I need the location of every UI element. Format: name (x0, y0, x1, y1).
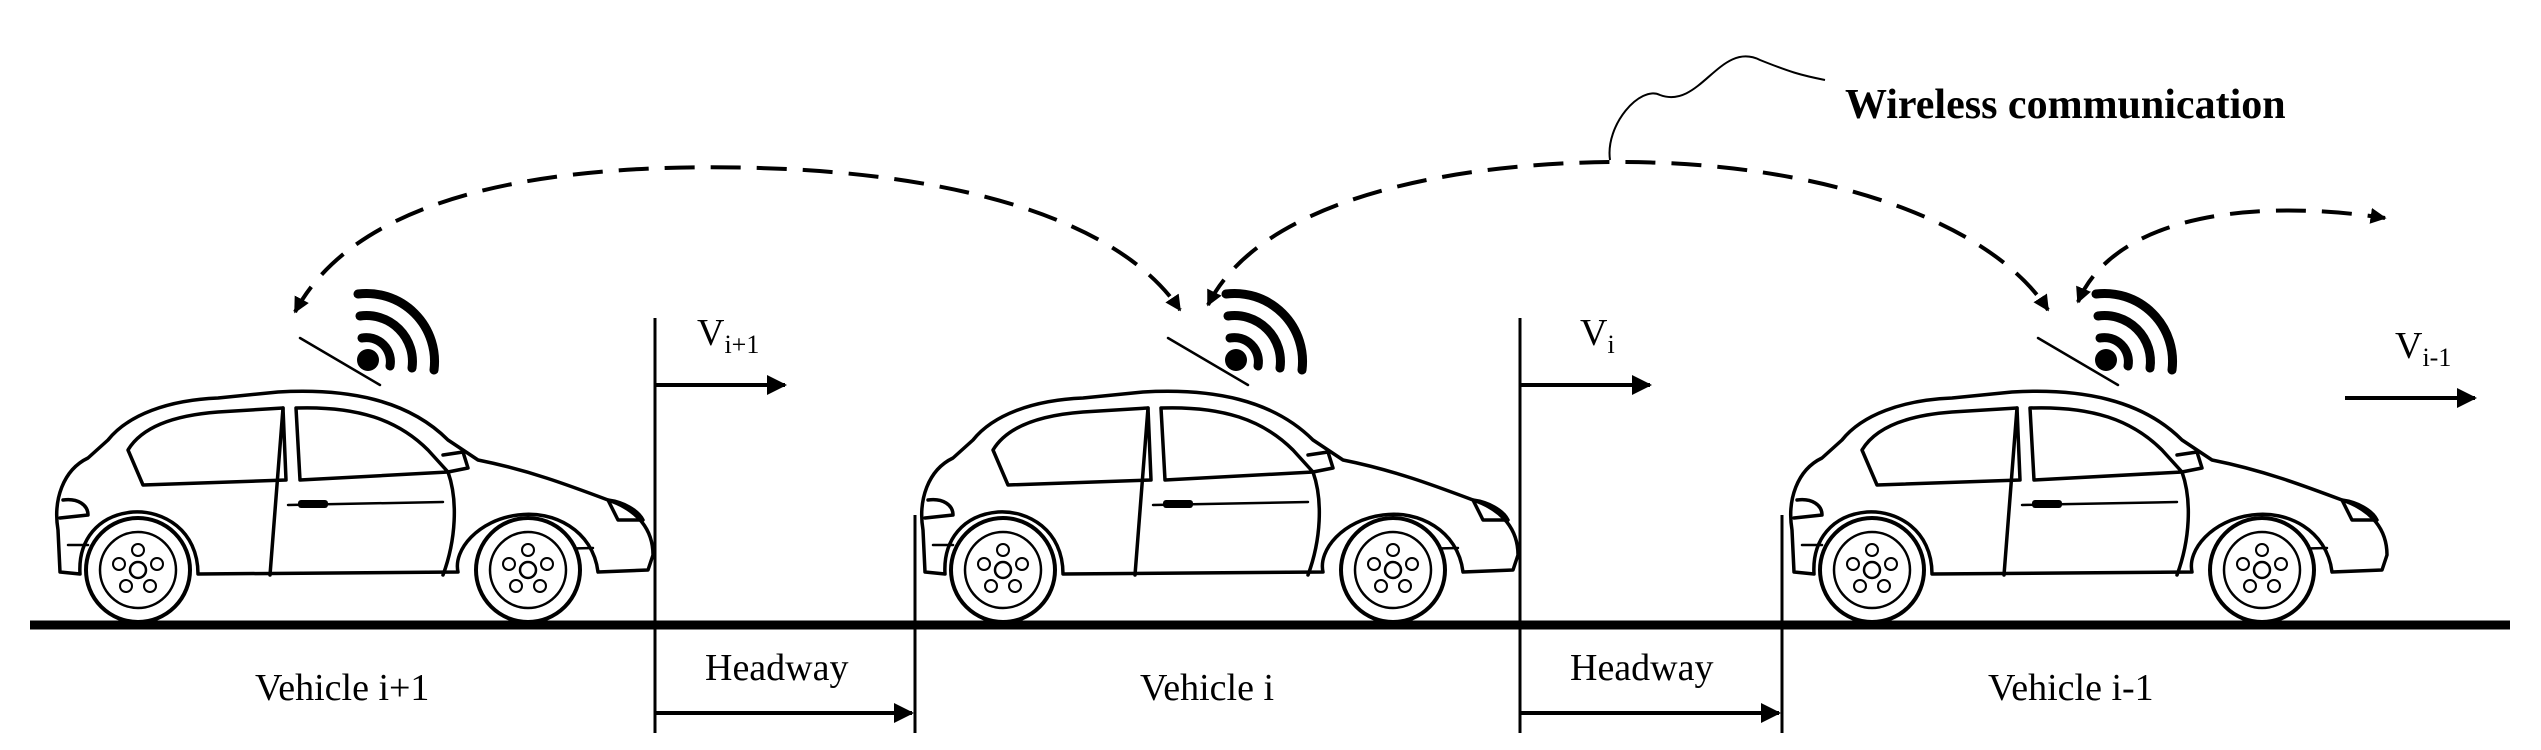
communication-arc (1206, 159, 2050, 312)
velocity-label-vehicle-2: Vi (1580, 312, 1615, 359)
vehicle-label: Vehicle i-1 (1988, 667, 2154, 709)
vehicle-2-car-icon (919, 293, 1520, 624)
wireless-communication-title: Wireless communication (1845, 82, 2286, 128)
vehicle-1-wifi-signal-icon (357, 293, 435, 371)
velocity-label-vehicle-1: Vi+1 (697, 312, 759, 359)
communication-arc (2076, 207, 2387, 304)
velocity-label-vehicle-3: Vi-1 (2395, 325, 2451, 372)
vehicle-3-wifi-signal-icon (2095, 293, 2173, 371)
vehicle-1-car-icon (54, 293, 655, 624)
headway-label: Headway (705, 647, 848, 689)
headway-label: Headway (1570, 647, 1713, 689)
callout-line (1608, 55, 1826, 161)
vehicle-label: Vehicle i (1140, 667, 1274, 709)
communication-arc (293, 165, 1182, 314)
vehicle-2-wifi-signal-icon (1225, 293, 1303, 371)
vehicle-3-car-icon (1788, 293, 2389, 624)
vehicle-label: Vehicle i+1 (255, 667, 429, 709)
